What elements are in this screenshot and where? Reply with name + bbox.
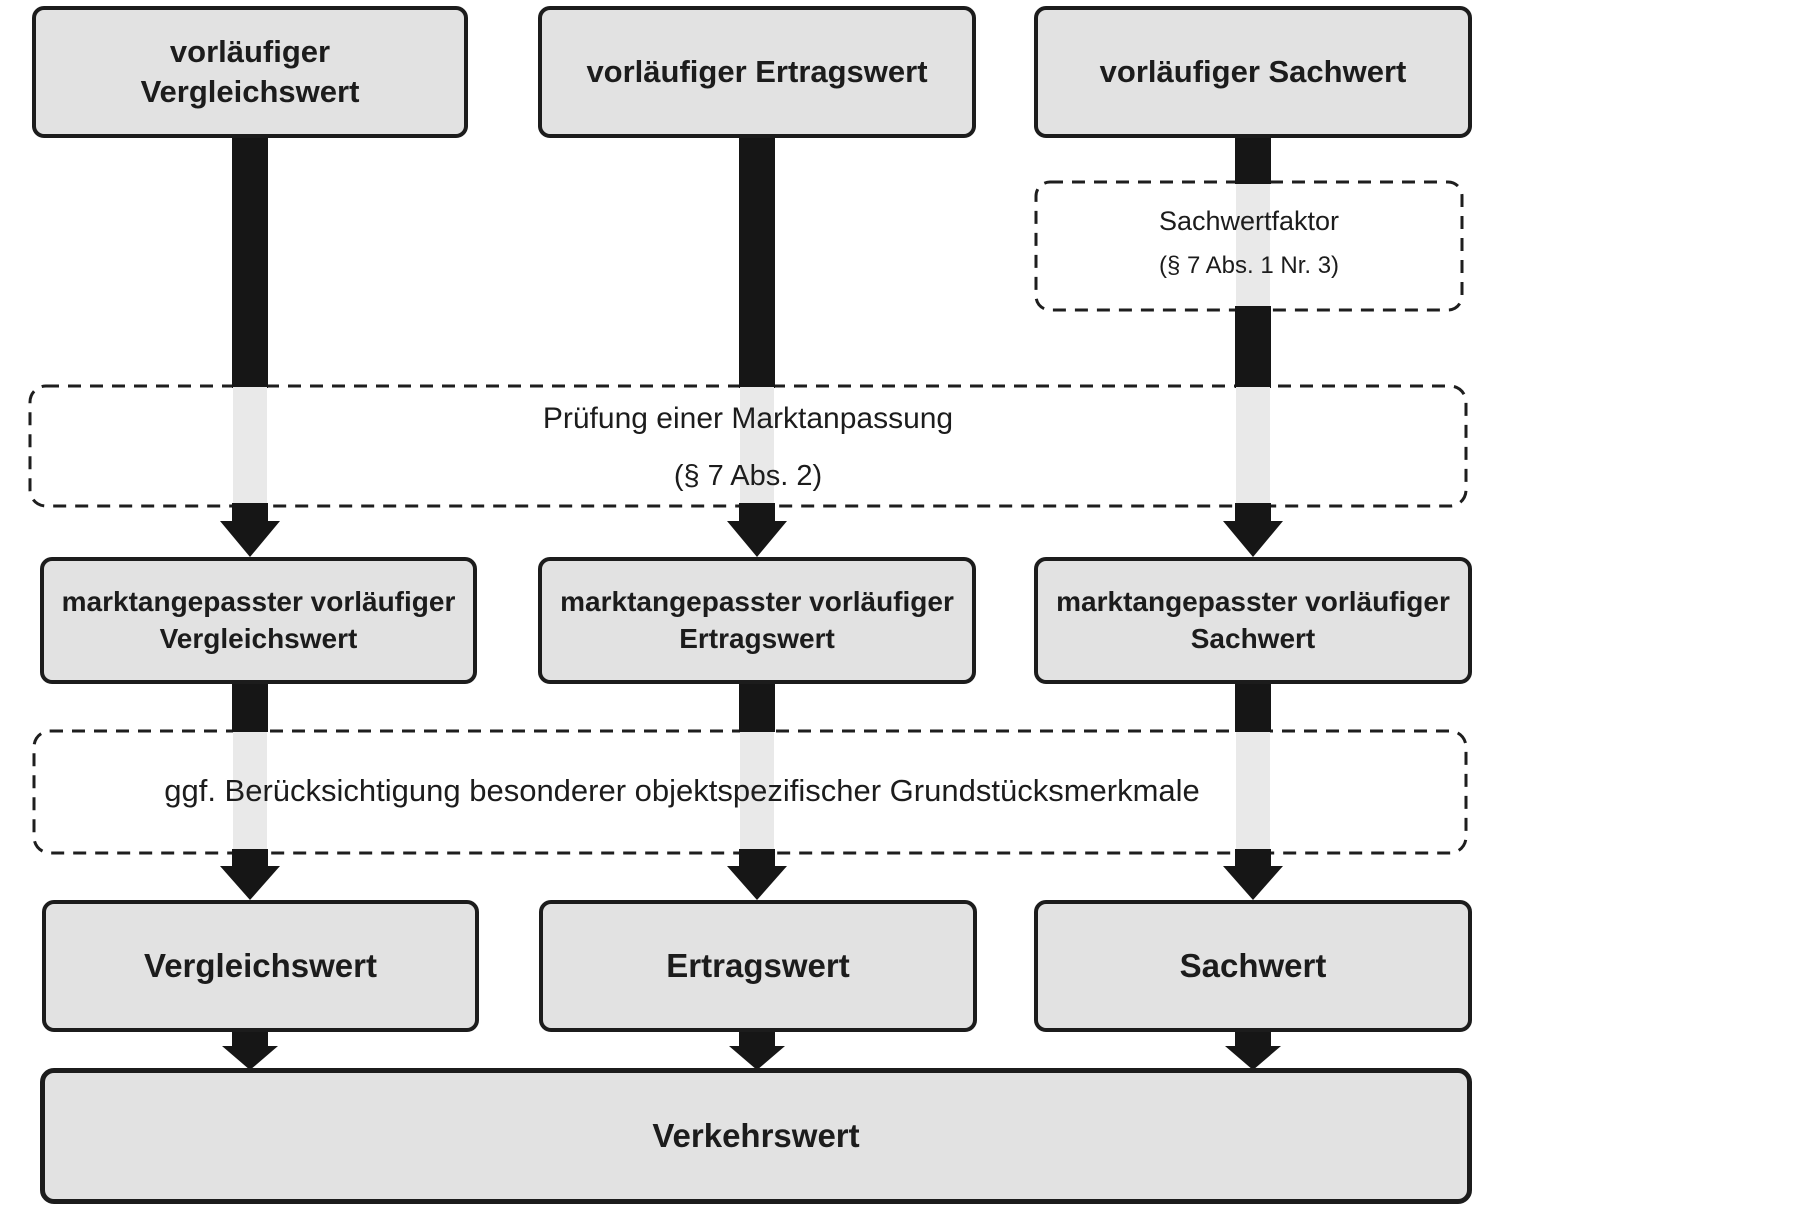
arrow-shaft-faded-col3-sachwertfaktor — [1236, 184, 1270, 308]
arrow-shaft-faded-col2-a — [740, 387, 774, 505]
result-ertragswert-label: Ertragswert — [666, 947, 850, 985]
top-vergleichswert-line1: vorläufiger — [169, 33, 331, 69]
arrow-head-col3-c — [1225, 1046, 1281, 1070]
top-sachwert-label: vorläufiger Sachwert — [1099, 53, 1407, 89]
arrow-stem-col3-seg1 — [1235, 136, 1271, 184]
sachwertfaktor-line2: (§ 7 Abs. 1 Nr. 3) — [1158, 252, 1340, 279]
sachwertfaktor-line1: Sachwertfaktor — [1158, 206, 1340, 236]
box-marktangepasster-sachwert: marktangepasster vorläufiger Sachwert — [1034, 557, 1472, 684]
mid-sachwert-line2: Sachwert — [1190, 622, 1316, 654]
top-ertragswert-label: vorläufiger Ertragswert — [586, 53, 928, 89]
verkehrswert-label: Verkehrswert — [652, 1117, 860, 1155]
arrow-stem-col3-seg3 — [1235, 682, 1271, 732]
result-vergleichswert-label: Vergleichswert — [144, 947, 377, 985]
box-ertragswert: Ertragswert — [539, 900, 977, 1032]
marktanpassung-line2: (§ 7 Abs. 2) — [673, 460, 823, 492]
box-marktangepasster-ertragswert: marktangepasster vorläufiger Ertragswert — [538, 557, 976, 684]
arrow-head-col1-a — [220, 521, 280, 557]
arrow-head-col3-a — [1223, 521, 1283, 557]
arrow-head-stem-col3-a — [1235, 503, 1271, 521]
box-vorlaeufiger-ertragswert: vorläufiger Ertragswert — [538, 6, 976, 138]
arrow-head-col2-c — [729, 1046, 785, 1070]
arrow-head-stem-col3-b — [1235, 849, 1271, 866]
arrow-head-stem-col2-a — [739, 503, 775, 521]
merkmale-label: ggf. Berücksichtigung besonderer objekts… — [164, 773, 1200, 808]
arrow-shaft-faded-col1-b — [233, 732, 267, 851]
top-vergleichswert-line2: Vergleichswert — [140, 74, 360, 109]
mid-ertragswert-line2: Ertragswert — [679, 622, 835, 654]
mid-vergleichswert-line2: Vergleichswert — [159, 622, 358, 654]
arrow-head-col2-a — [727, 521, 787, 557]
arrow-stem-col2-seg1 — [739, 136, 775, 388]
arrow-stem-col1-seg1 — [232, 136, 268, 388]
arrow-stem-col1-seg2 — [232, 682, 268, 732]
box-vorlaeufiger-sachwert: vorläufiger Sachwert — [1034, 6, 1472, 138]
arrow-head-col2-b — [727, 866, 787, 900]
mid-ertragswert-line1: marktangepasster vorläufiger — [560, 585, 954, 617]
box-verkehrswert: Verkehrswert — [40, 1068, 1472, 1204]
arrow-head-col3-b — [1223, 866, 1283, 900]
arrow-head-stem-col1-b — [232, 849, 268, 866]
result-sachwert-label: Sachwert — [1179, 947, 1327, 985]
arrow-shaft-faded-col1-a — [233, 387, 267, 505]
box-vergleichswert: Vergleichswert — [42, 900, 479, 1032]
box-sachwert: Sachwert — [1034, 900, 1472, 1032]
arrow-head-stem-col2-b — [739, 849, 775, 866]
mid-vergleichswert-line1: marktangepasster vorläufiger — [61, 585, 456, 617]
mid-sachwert-line1: marktangepasster vorläufiger — [1056, 585, 1450, 617]
box-marktangepasster-vergleichswert: marktangepasster vorläufiger Vergleichsw… — [40, 557, 477, 684]
arrow-head-col1-c — [222, 1046, 278, 1070]
arrow-shaft-faded-col2-b — [740, 732, 774, 851]
box-vorlaeufiger-vergleichswert: vorläufiger Vergleichswert — [32, 6, 468, 138]
arrow-shaft-faded-col3-a — [1236, 387, 1270, 505]
arrow-shaft-faded-col3-b — [1236, 732, 1270, 851]
arrow-stem-col3-seg4 — [1235, 1032, 1271, 1046]
arrow-stem-col2-seg3 — [739, 1032, 775, 1046]
arrow-stem-col1-seg3 — [232, 1032, 268, 1046]
arrow-stem-col3-seg2 — [1235, 306, 1271, 388]
arrow-stem-col2-seg2 — [739, 682, 775, 732]
marktanpassung-line1: Prüfung einer Marktanpassung — [542, 402, 954, 435]
arrow-head-stem-col1-a — [232, 503, 268, 521]
arrow-head-col1-b — [220, 866, 280, 900]
box-grundstuecksmerkmale: ggf. Berücksichtigung besonderer objekts… — [32, 729, 1468, 855]
